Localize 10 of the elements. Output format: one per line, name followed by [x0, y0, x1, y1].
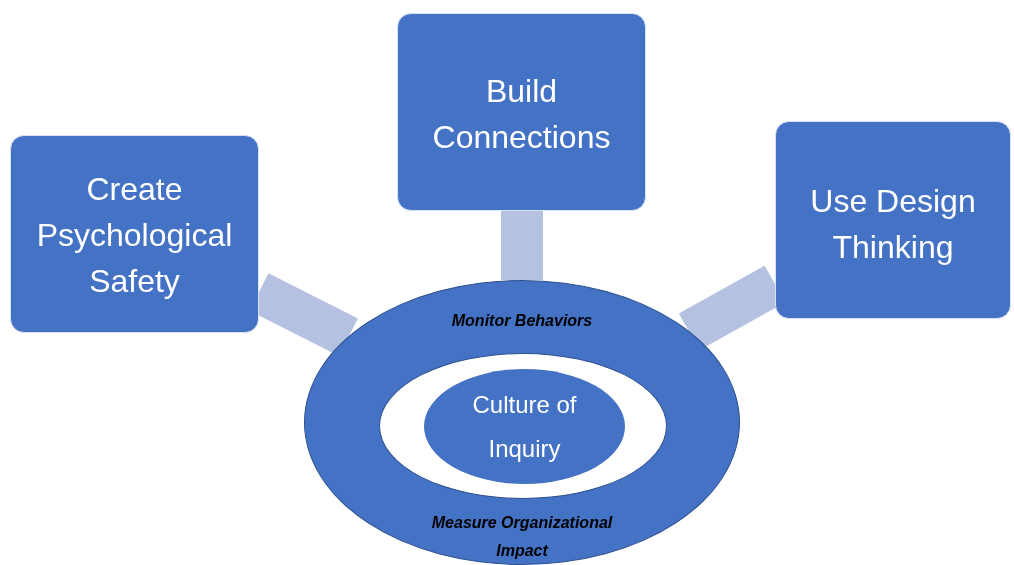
process-box	[775, 121, 1011, 319]
ellipse-label: Measure Organizational Impact	[430, 513, 614, 561]
ellipse-label: Monitor Behaviors	[451, 311, 593, 331]
connector-bar	[501, 211, 543, 280]
process-box	[397, 13, 646, 211]
process-box	[10, 135, 259, 333]
center-label: Culture of Inquiry	[471, 389, 578, 464]
box-label: Create Psychological Safety	[35, 170, 234, 301]
box-label: Use Design Thinking	[809, 182, 977, 267]
box-label: Build Connections	[431, 72, 612, 157]
